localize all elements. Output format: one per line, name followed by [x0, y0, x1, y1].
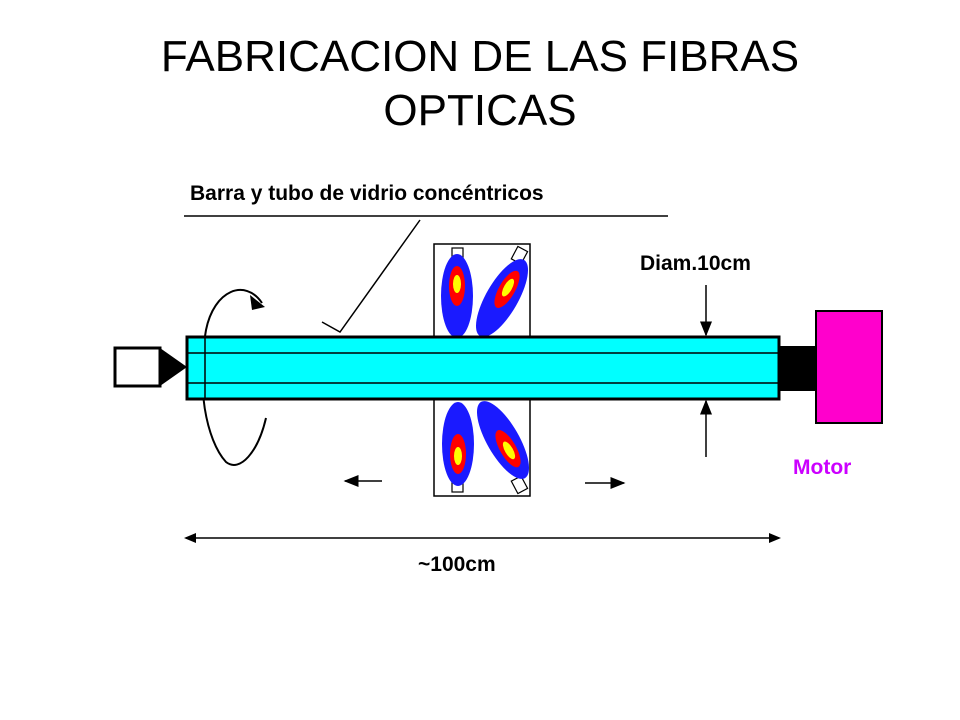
flame-bottom-right	[477, 401, 529, 479]
motor-label: Motor	[793, 456, 851, 479]
length-label: ~100cm	[418, 553, 496, 576]
motor-shaft	[779, 346, 816, 391]
length-arrow-right	[769, 533, 781, 543]
flame-top-right	[476, 259, 528, 337]
flame-top-left	[441, 254, 473, 338]
rotation-arrowhead	[250, 295, 265, 310]
length-arrow-left	[184, 533, 196, 543]
title-line-1: FABRICACION DE LAS FIBRAS	[160, 32, 800, 81]
flame-bottom-left	[442, 402, 474, 486]
rod-leader-line	[321, 219, 421, 333]
rod-label: Barra y tubo de vidrio concéntricos	[190, 182, 544, 205]
motor-box	[815, 310, 883, 424]
slide-title: FABRICACION DE LAS FIBRAS OPTICAS	[0, 30, 960, 138]
left-chuck	[113, 346, 162, 388]
left-chuck-cone	[160, 348, 187, 386]
burner-nozzle	[510, 475, 529, 495]
diameter-label: Diam.10cm	[640, 252, 751, 275]
glass-tube	[185, 335, 781, 401]
title-line-2: OPTICAS	[383, 86, 577, 135]
